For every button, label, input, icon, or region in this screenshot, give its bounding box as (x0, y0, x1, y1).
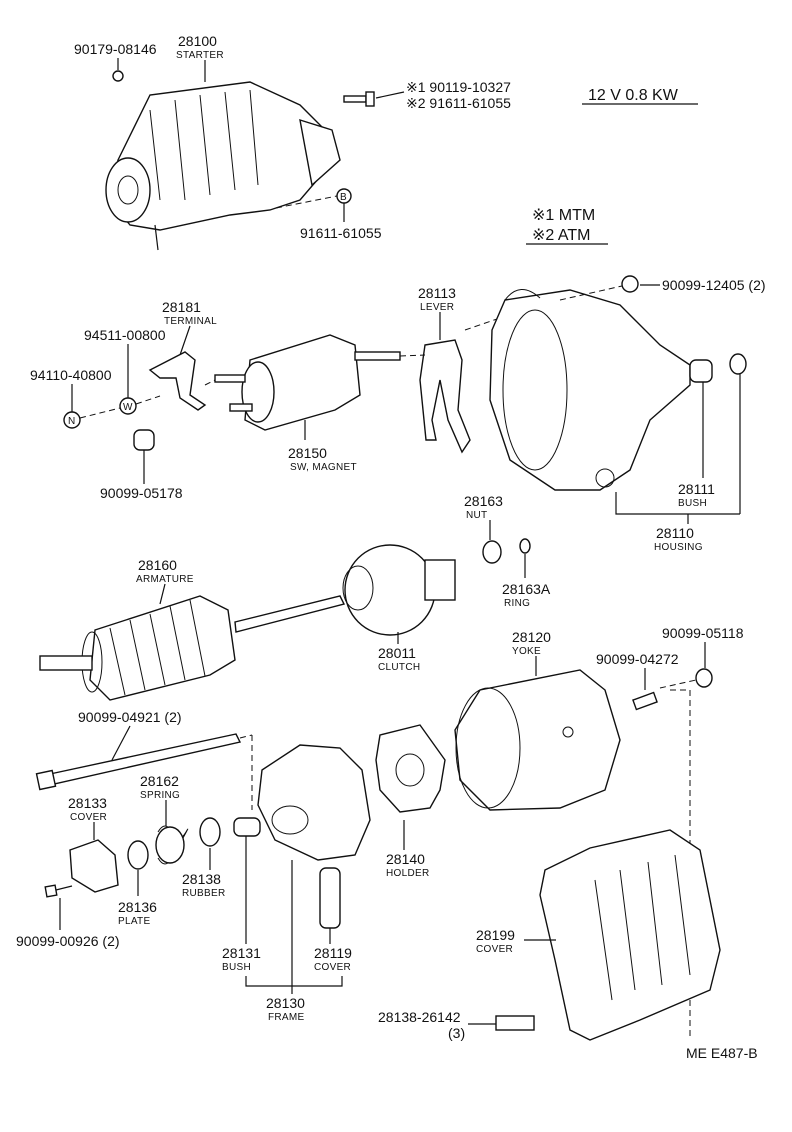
starter-assembly (105, 81, 341, 251)
washer-icon (695, 668, 713, 688)
armature-part (39, 595, 346, 701)
part-number-90099-04921: 90099-04921 (2) (78, 709, 182, 725)
part-number-28140: 28140 (386, 851, 425, 867)
part-number-note1: ※1 90119-10327 (406, 79, 511, 95)
part-number-94110-40800: 94110-40800 (30, 367, 112, 383)
part-number-28110: 28110 (656, 525, 694, 541)
part-number-28163: 28163 (464, 493, 503, 509)
part-name-28163A: RING (504, 598, 530, 609)
housing-part (489, 289, 691, 491)
part-number-28133: 28133 (68, 795, 107, 811)
part-name-28160: ARMATURE (136, 574, 194, 585)
part-name-28111: BUSH (678, 498, 707, 509)
part-number-91611-61055: 91611-61055 (300, 225, 382, 241)
part-number-28120: 28120 (512, 629, 551, 645)
part-name-28131: BUSH (222, 962, 251, 973)
part-number-28113: 28113 (418, 285, 456, 301)
part-qty-28138-26142: (3) (448, 1025, 465, 1041)
part-number-28162: 28162 (140, 773, 179, 789)
starter-cover-part (539, 829, 721, 1041)
nut-icon (112, 70, 124, 82)
part-name-28120: YOKE (512, 646, 541, 657)
ring-part (519, 538, 531, 554)
brush-holder-part (375, 724, 446, 813)
part-number-28138: 28138 (182, 871, 221, 887)
part-name-28011: CLUTCH (378, 662, 420, 673)
yoke-part (454, 669, 621, 811)
frame-bush-part (233, 817, 261, 837)
part-name-28140: HOLDER (386, 868, 429, 879)
part-name-28150: SW, MAGNET (290, 462, 357, 473)
terminal-part (148, 351, 207, 411)
part-number-28199: 28199 (476, 927, 515, 943)
spring-part (155, 825, 189, 865)
marker-b-letter: B (340, 192, 347, 203)
solenoid-part (214, 334, 401, 431)
part-name-28100: STARTER (176, 50, 224, 61)
part-number-28131: 28131 (222, 945, 261, 961)
bushing-part (133, 429, 155, 451)
lever-part (419, 339, 471, 454)
part-number-28138-26142: 28138-26142 (378, 1009, 461, 1025)
part-number-28160: 28160 (138, 557, 177, 573)
part-name-28199: COVER (476, 944, 513, 955)
end-cover-part (69, 839, 119, 893)
small-screw-icon (44, 884, 73, 898)
part-name-28110: HOUSING (654, 542, 703, 553)
plate-part (127, 840, 149, 870)
part-number-28100: 28100 (178, 33, 217, 49)
clip-part (495, 1015, 535, 1031)
part-name-28119: COVER (314, 962, 351, 973)
clutch-part (342, 544, 456, 636)
part-name-28138: RUBBER (182, 888, 225, 899)
part-number-28150: 28150 (288, 445, 327, 461)
marker-w (119, 397, 137, 415)
spec-label: 12 V 0.8 KW (588, 87, 679, 104)
part-number-28130: 28130 (266, 995, 305, 1011)
part-name-28133: COVER (70, 812, 107, 823)
marker-w-letter: W (123, 402, 133, 413)
part-name-28162: SPRING (140, 790, 180, 801)
nut-part (482, 540, 502, 564)
part-number-28011: 28011 (378, 645, 416, 661)
screw-icon (632, 691, 658, 711)
through-bolt-part (35, 733, 242, 791)
part-name-28181: TERMINAL (164, 316, 217, 327)
part-number-90179-08146: 90179-08146 (74, 41, 157, 57)
part-number-28163A: 28163A (502, 581, 551, 597)
part-number-94511-00800: 94511-00800 (84, 327, 166, 343)
part-name-28136: PLATE (118, 916, 150, 927)
note-mtm: ※1 MTM (532, 207, 595, 224)
part-number-28181: 28181 (162, 299, 201, 315)
part-number-90099-12405: 90099-12405 (2) (662, 277, 766, 293)
marker-n-letter: N (68, 416, 76, 427)
rubber-part (199, 817, 221, 847)
part-name-28163: NUT (466, 510, 487, 521)
frame-part (257, 744, 371, 929)
part-number-90099-04272: 90099-04272 (596, 651, 679, 667)
diagram-code: ME E487-B (686, 1045, 758, 1061)
part-number-90099-05178: 90099-05178 (100, 485, 183, 501)
part-number-28119: 28119 (314, 945, 352, 961)
bush-part (689, 359, 713, 383)
bolt-icon (343, 91, 375, 107)
part-number-28136: 28136 (118, 899, 157, 915)
part-number-90099-00926: 90099-00926 (2) (16, 933, 120, 949)
part-name-28113: LEVER (420, 302, 454, 313)
cap-part (729, 353, 747, 375)
marker-n (63, 411, 81, 429)
note-atm: ※2 ATM (532, 227, 590, 244)
part-number-90099-05118: 90099-05118 (662, 625, 744, 641)
part-name-28130: FRAME (268, 1012, 305, 1023)
part-number-note2: ※2 91611-61055 (406, 95, 511, 111)
housing-nut-icon (621, 275, 639, 293)
part-number-28111: 28111 (678, 481, 715, 497)
